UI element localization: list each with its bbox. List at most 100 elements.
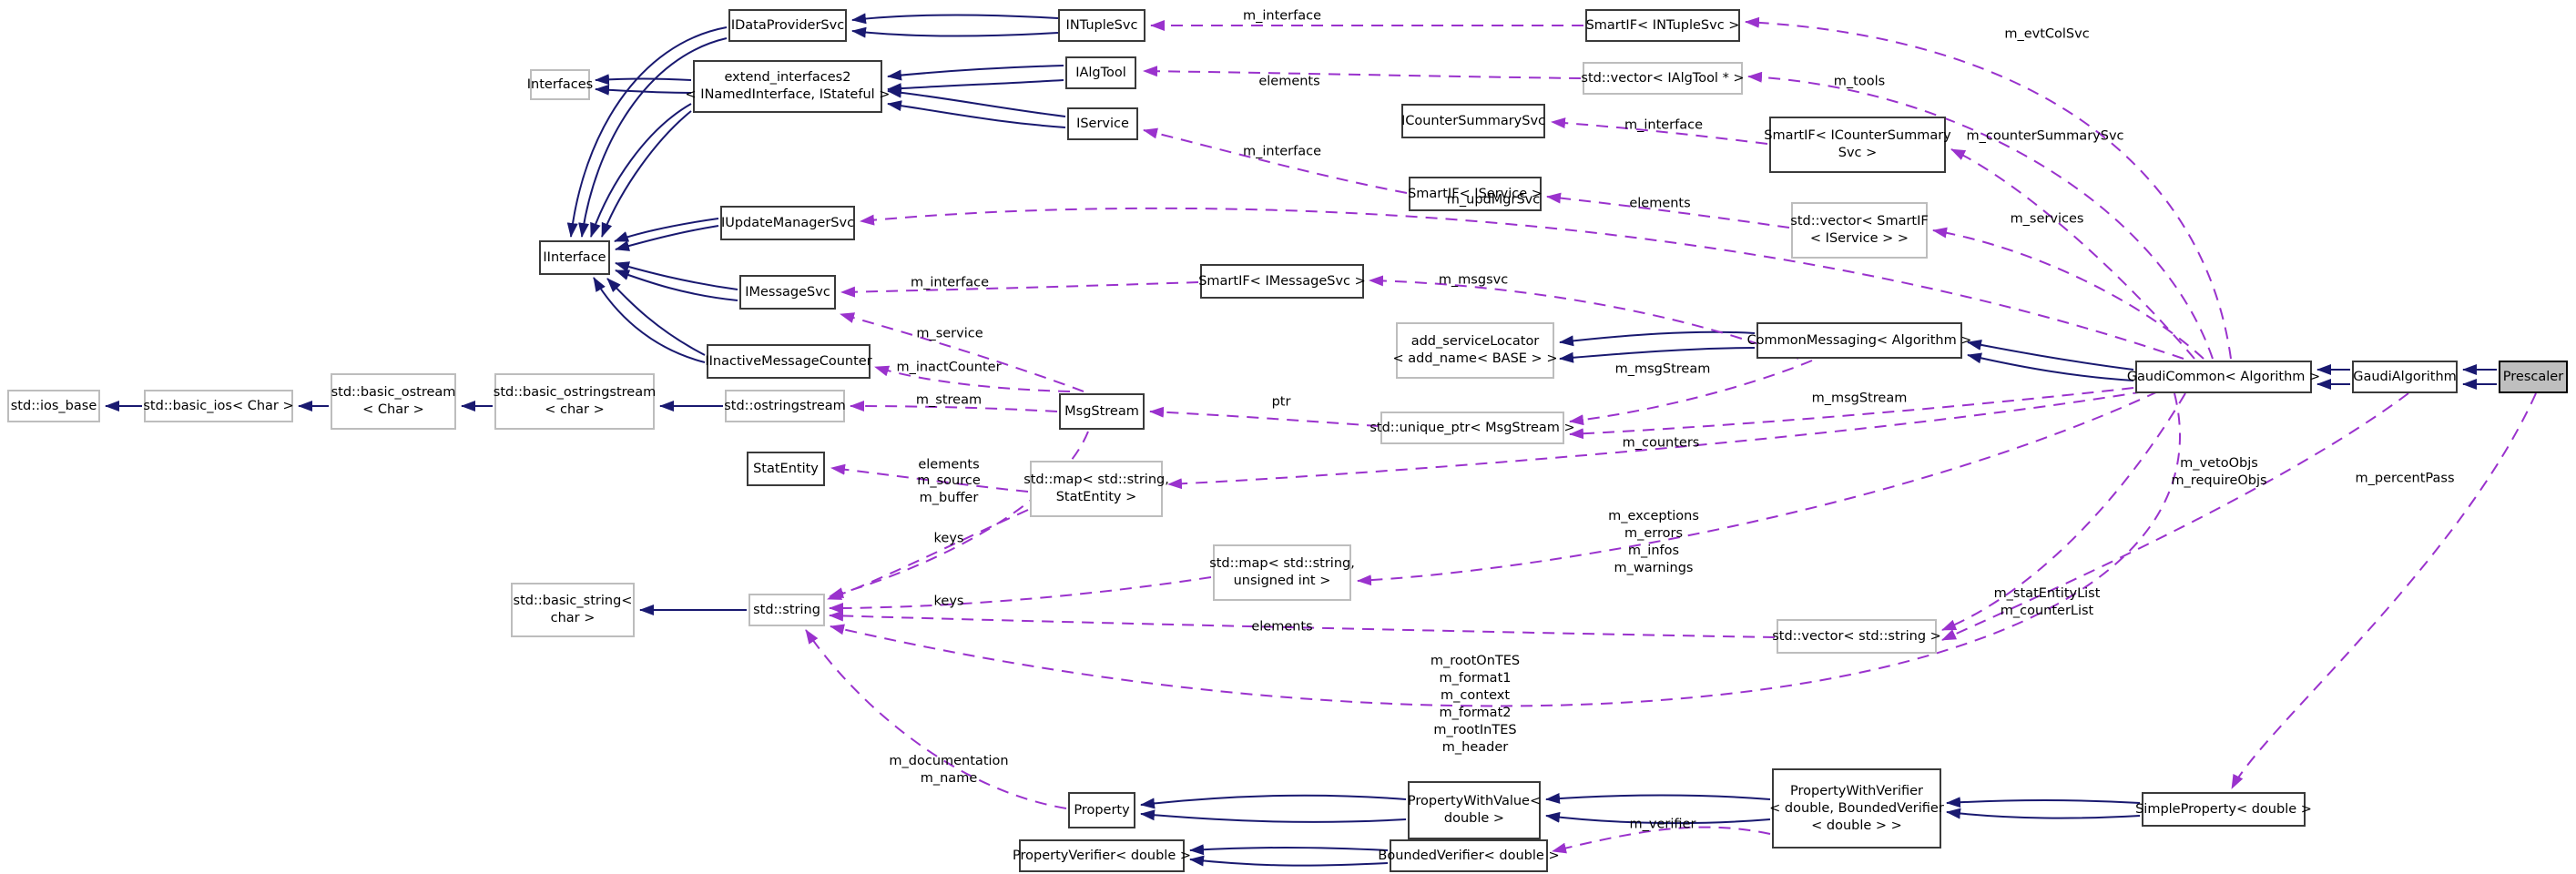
class-node-unique-ptr-msgstream[interactable]: std::unique_ptr< MsgStream > xyxy=(1369,412,1575,444)
usage-edge-path xyxy=(1745,16,2232,360)
usage-edge-path xyxy=(1932,227,2204,360)
edge-label-m_updMgrSvc: m_updMgrSvc xyxy=(1447,192,1540,209)
class-node-iupdatemanagersvc[interactable]: IUpdateManagerSvc xyxy=(720,206,855,240)
node-label-line: PropertyWithVerifier xyxy=(1790,783,1923,798)
inheritance-edge-path xyxy=(887,86,1066,117)
node-label-line: Interfaces xyxy=(526,76,594,92)
node-label-line: unsigned int > xyxy=(1233,574,1331,588)
node-label-line: ICounterSummarySvc xyxy=(1400,113,1546,128)
edge-label-m_tools: m_tools xyxy=(1834,74,1885,91)
usage-edge-path xyxy=(874,365,1071,392)
node-label-line: std::basic_ostringstream xyxy=(493,385,657,400)
edge-label-line: m_counterSummarySvc xyxy=(1966,128,2124,144)
usage-edge-path xyxy=(1143,127,1408,194)
class-node-boundedverifier[interactable]: BoundedVerifier< double > xyxy=(1378,839,1560,872)
class-node-propertywithverifier[interactable]: PropertyWithVerifier< double, BoundedVer… xyxy=(1769,768,1944,849)
class-node-vector-ialgtool[interactable]: std::vector< IAlgTool * > xyxy=(1581,62,1745,95)
class-node-propertywithvalue[interactable]: PropertyWithValue<double > xyxy=(1408,781,1541,839)
inheritance-edge-path xyxy=(1189,844,1389,856)
node-label-line: SmartIF< IMessageSvc > xyxy=(1198,273,1366,289)
class-node-simpleproperty[interactable]: SimpleProperty< double > xyxy=(2135,792,2312,827)
class-node-commonmessaging[interactable]: CommonMessaging< Algorithm > xyxy=(1747,322,1971,359)
class-node-ios-base[interactable]: std::ios_base xyxy=(7,390,100,422)
edge-label-line: m_counters xyxy=(1622,435,1700,451)
class-node-std-string[interactable]: std::string xyxy=(748,594,825,626)
class-node-basic-string-char[interactable]: std::basic_string<char > xyxy=(511,583,635,637)
inheritance-edge-path xyxy=(1559,330,1756,347)
inheritance-edge-path xyxy=(606,278,706,356)
node-label-line: std::vector< SmartIF xyxy=(1790,214,1929,229)
class-node-interfaces[interactable]: Interfaces xyxy=(526,69,594,100)
node-label-line: IAlgTool xyxy=(1075,65,1126,80)
inheritance-edge-path xyxy=(1967,340,2134,371)
node-label-line: IUpdateManagerSvc xyxy=(720,215,855,230)
class-node-iservice[interactable]: IService xyxy=(1067,107,1138,140)
edge-label-line: m_service xyxy=(916,326,983,341)
class-node-add-servicelocator[interactable]: add_serviceLocator< add_name< BASE > > xyxy=(1393,322,1557,379)
node-label-line: < Char > xyxy=(362,402,424,417)
usage-edge-path xyxy=(829,576,1212,614)
edge-label-line: m_interface xyxy=(1242,144,1322,159)
node-label-line: Property xyxy=(1074,802,1130,818)
usage-edge-path xyxy=(1546,192,1790,229)
class-node-idataprovidersvc[interactable]: IDataProviderSvc xyxy=(728,9,847,42)
node-label-line: SimpleProperty< double > xyxy=(2135,801,2312,817)
class-node-basic-ios[interactable]: std::basic_ios< Char > xyxy=(143,390,294,422)
node-label-line: GaudiCommon< Algorithm > xyxy=(2126,369,2321,384)
usage-edge-path xyxy=(1149,406,1380,427)
class-node-basic-ostream[interactable]: std::basic_ostream< Char > xyxy=(331,373,456,430)
class-node-propertyverifier[interactable]: PropertyVerifier< double > xyxy=(1013,839,1191,872)
class-node-smartif-imessagesvc[interactable]: SmartIF< IMessageSvc > xyxy=(1198,264,1366,299)
class-node-vector-smartif-iservice[interactable]: std::vector< SmartIF< IService > > xyxy=(1790,202,1929,259)
node-label-line: std::vector< IAlgTool * > xyxy=(1581,70,1745,86)
class-node-msgstream[interactable]: MsgStream xyxy=(1059,393,1145,430)
class-node-gaudialgorithm[interactable]: GaudiAlgorithm xyxy=(2352,361,2458,393)
class-node-property[interactable]: Property xyxy=(1068,792,1135,828)
node-label-line: std::unique_ptr< MsgStream > xyxy=(1369,420,1575,435)
class-node-statentity[interactable]: StatEntity xyxy=(747,452,825,486)
node-label-line: INTupleSvc xyxy=(1065,17,1138,33)
inheritance-edge-path xyxy=(887,65,1064,81)
class-node-basic-ostringstream[interactable]: std::basic_ostringstream< char > xyxy=(493,373,657,430)
node-label-line: std::ios_base xyxy=(10,398,97,413)
class-node-ialgtool[interactable]: IAlgTool xyxy=(1065,56,1136,89)
edge-label-elements: elements xyxy=(1258,74,1319,91)
class-node-icountersummarysvc[interactable]: ICounterSummarySvc xyxy=(1401,104,1545,138)
node-label-line: std::map< std::string, xyxy=(1209,556,1355,571)
inheritance-edge-path xyxy=(1545,811,1771,825)
inheritance-edge-path xyxy=(615,261,738,290)
node-label-line: std::ostringstream xyxy=(724,398,846,413)
class-node-intuplesvc[interactable]: INTupleSvc xyxy=(1058,9,1145,42)
usage-edge-path xyxy=(1950,148,2195,360)
usage-edge-path xyxy=(1941,392,2409,641)
node-label-line: StatEntity > xyxy=(1055,490,1137,504)
class-node-iinterface[interactable]: IInterface xyxy=(539,240,610,275)
class-node-map-string-statentity[interactable]: std::map< std::string,StatEntity > xyxy=(1023,461,1169,517)
edge-label-line: m_interface xyxy=(1242,8,1322,24)
class-node-smartif-iservice[interactable]: SmartIF< IService > xyxy=(1408,177,1543,211)
edge-label-line: m_inactCounter xyxy=(896,360,1002,375)
class-node-extend-interfaces2[interactable]: extend_interfaces2< INamedInterface, ISt… xyxy=(686,60,890,113)
class-node-imessagesvc[interactable]: IMessageSvc xyxy=(739,275,836,310)
node-label-line: extend_interfaces2 xyxy=(724,70,851,85)
class-node-vector-string[interactable]: std::vector< std::string > xyxy=(1772,619,1941,654)
usage-edge-path xyxy=(829,610,1776,638)
node-label-line: std::basic_string< xyxy=(513,594,633,608)
edge-label-ptr: ptr xyxy=(1272,394,1291,412)
class-node-smartif-intuplesvc[interactable]: SmartIF< INTupleSvc > xyxy=(1585,9,1740,42)
node-label-line: StatEntity xyxy=(753,461,819,476)
class-node-gaudicommon[interactable]: GaudiCommon< Algorithm > xyxy=(2127,361,2320,393)
edge-label-line: keys xyxy=(933,594,964,609)
edge-label-line: ptr xyxy=(1271,394,1291,410)
class-node-map-string-uint[interactable]: std::map< std::string,unsigned int > xyxy=(1209,544,1355,601)
edge-label-line: m_format2 xyxy=(1439,706,1512,720)
class-node-iinactivemessagecounter[interactable]: IInactiveMessageCounter xyxy=(705,344,872,379)
edge-label-line: m_msgStream xyxy=(1811,391,1908,406)
edge-label-line: m_counterList xyxy=(2000,604,2094,618)
class-node-ostringstream[interactable]: std::ostringstream xyxy=(724,390,846,422)
